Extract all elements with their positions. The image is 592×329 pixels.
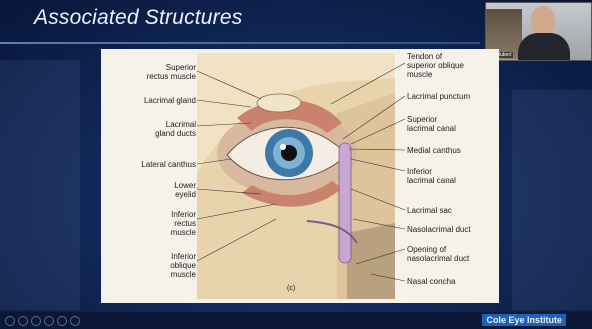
figure-caption: (c) — [287, 285, 295, 292]
next-slide-icon[interactable] — [18, 316, 28, 326]
background-building-right — [512, 90, 592, 310]
brand-logo: Cole Eye Institute — [482, 314, 566, 326]
presenter-body — [518, 33, 570, 61]
slide-title: Associated Structures — [34, 6, 242, 30]
pen-tool-icon[interactable] — [31, 316, 41, 326]
label-lacrimal-gland: Lacrimal gland — [101, 96, 196, 105]
label-nasolacrimal-duct: Nasolacrimal duct — [407, 225, 497, 234]
previous-slide-icon[interactable] — [5, 316, 15, 326]
background-building-left — [0, 60, 80, 310]
label-inferior-oblique-muscle: Inferior oblique muscle — [141, 252, 196, 279]
label-lower-eyelid: Lower eyelid — [141, 181, 196, 199]
label-superior-rectus-muscle: Superior rectus muscle — [136, 63, 196, 81]
slideshow-control-bar: Cole Eye Institute — [0, 312, 592, 329]
title-rule — [0, 42, 480, 44]
label-lacrimal-sac: Lacrimal sac — [407, 206, 497, 215]
slides-grid-icon[interactable] — [44, 316, 54, 326]
webcam-feed[interactable]: D. Hubert — [485, 2, 592, 61]
presenter-head — [531, 6, 555, 36]
anatomy-figure — [197, 53, 395, 299]
label-nasal-concha: Nasal concha — [407, 277, 497, 286]
label-lacrimal-gland-ducts: Lacrimal gland ducts — [131, 120, 196, 138]
label-inferior-rectus-muscle: Inferior rectus muscle — [141, 210, 196, 237]
zoom-icon[interactable] — [57, 316, 67, 326]
more-options-icon[interactable] — [70, 316, 80, 326]
label-opening-nasolacrimal-duct: Opening of nasolacrimal duct — [407, 245, 497, 263]
label-tendon-superior-oblique: Tendon of superior oblique muscle — [407, 52, 497, 79]
label-lateral-canthus: Lateral canthus — [101, 160, 196, 169]
label-medial-canthus: Medial canthus — [407, 146, 497, 155]
label-inferior-lacrimal-canal: Inferior lacrimal canal — [407, 167, 497, 185]
slide-panel: Superior rectus muscle Lacrimal gland La… — [101, 49, 499, 303]
label-superior-lacrimal-canal: Superior lacrimal canal — [407, 115, 497, 133]
eye-anatomy-illustration — [197, 53, 395, 299]
label-lacrimal-punctum: Lacrimal punctum — [407, 92, 497, 101]
